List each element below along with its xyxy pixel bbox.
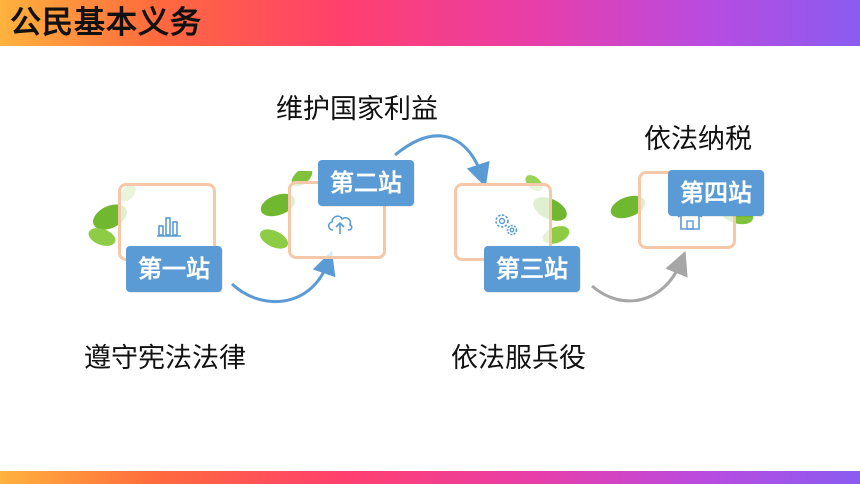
page-title: 公民基本义务: [10, 5, 202, 41]
gears-icon: [495, 214, 518, 236]
cloud-upload-icon: [327, 215, 353, 234]
title-banner: 公民基本义务: [0, 0, 860, 46]
arrow-3-to-4: [591, 250, 688, 303]
leaf-decoration: [259, 171, 313, 249]
station-3-badge: 第三站: [484, 246, 580, 292]
arrow-2-to-3: [394, 134, 490, 188]
station-3-caption: 依法服兵役: [451, 343, 586, 374]
station-1-badge: 第一站: [126, 246, 222, 292]
station-4-badge: 第四站: [668, 170, 764, 216]
arrow-1-to-2: [230, 250, 336, 304]
station-4-caption: 依法纳税: [644, 124, 752, 155]
bar-chart-icon: [157, 217, 181, 237]
station-2-badge: 第二站: [318, 160, 414, 206]
station-1-caption: 遵守宪法法律: [84, 343, 246, 374]
footer-bar: [0, 471, 860, 484]
station-2-caption: 维护国家利益: [276, 94, 438, 125]
